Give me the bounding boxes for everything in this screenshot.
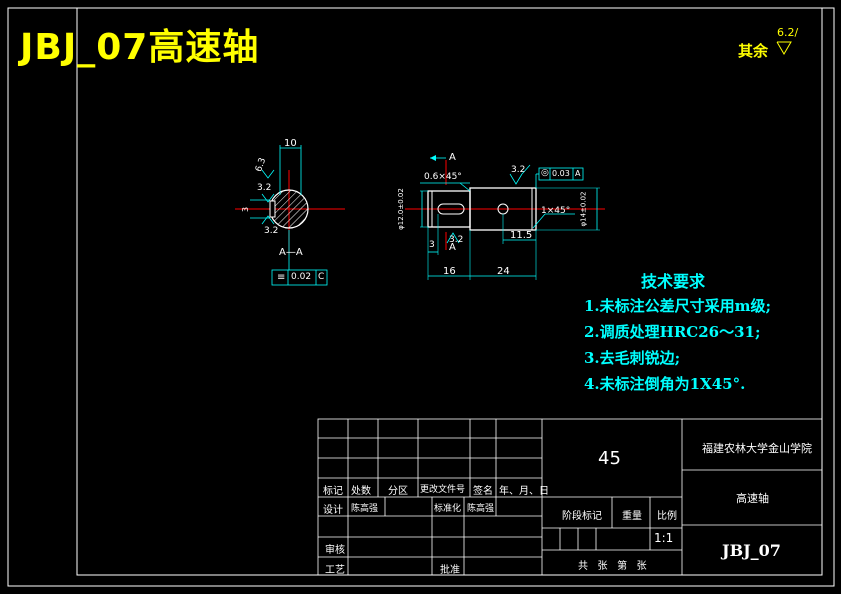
tb-label-design: 设计 (323, 505, 343, 516)
main-rough-bottom: 3.2 (449, 235, 464, 245)
roughness-symbol-icon (776, 41, 792, 55)
tb-label-standardize: 标准化 (434, 504, 462, 514)
tb-label-process: 工艺 (325, 565, 345, 576)
general-roughness-value: 6.2/ (777, 26, 799, 39)
tb-std-name: 陈高强 (467, 504, 495, 514)
dim-24: 24 (497, 266, 510, 277)
material-value: 45 (598, 448, 621, 469)
fcf-value: 0.03 (552, 169, 570, 178)
section-view (235, 145, 345, 286)
section-label: A—A (279, 247, 303, 258)
requirement-1: 1.未标注公差尺寸采用m级; (584, 297, 772, 315)
tb-design-name: 陈高强 (351, 504, 379, 514)
tb-label-weight: 重量 (622, 511, 642, 522)
tb-label-zone: 分区 (388, 486, 408, 497)
main-view (405, 155, 605, 280)
section-dim-small: 3 (241, 206, 251, 213)
keyway-slot (437, 203, 465, 215)
shaft-section-circle (269, 189, 309, 229)
tb-label-approve: 批准 (440, 565, 460, 576)
section-rough-32b: 3.2 (264, 226, 279, 236)
title-block-grid (317, 418, 823, 576)
tb-label-ratio: 比例 (657, 511, 677, 522)
tb-label-change-doc: 更改文件号 (420, 485, 466, 495)
tb-label-date: 年、月、日 (499, 486, 549, 497)
section-mark-bottom: A (449, 242, 456, 253)
section-tolerance-datum: C (318, 272, 325, 282)
main-rough-top: 3.2 (511, 165, 526, 175)
chamfer-right-label: 1×45° (541, 206, 571, 216)
dim-3: 3 (429, 240, 435, 250)
drawing-number: JBJ_07 (722, 541, 781, 560)
dim-11-5: 11.5 (510, 230, 533, 241)
tb-label-stage-mark: 阶段标记 (562, 511, 602, 522)
tb-label-review: 审核 (325, 545, 345, 556)
tb-label-sheets: 共 张 第 张 (578, 561, 647, 572)
fcf-datum: A (575, 169, 581, 178)
requirement-2: 2.调质处理HRC26～31; (584, 323, 761, 341)
section-tolerance-frame (271, 269, 328, 286)
requirement-4: 4.未标注倒角为1X45°. (584, 375, 746, 393)
fcf-symbol-icon: ◎ (541, 168, 549, 178)
dia-left-label: φ12.0±0.02 (396, 188, 405, 230)
part-name: 高速轴 (736, 492, 769, 505)
tb-label-count: 处数 (351, 486, 371, 497)
tb-label-mark: 标记 (323, 486, 343, 497)
section-tolerance-symbol: ≡ (277, 272, 286, 283)
section-rough-32a: 3.2 (257, 183, 272, 193)
general-roughness-label: 其余 (738, 42, 769, 60)
requirement-3: 3.去毛刺锐边; (584, 349, 681, 367)
drawing-title: JBJ_07高速轴 (20, 27, 260, 68)
section-tolerance-value: 0.02 (291, 272, 312, 282)
section-mark-top: A (449, 152, 456, 163)
scale-value: 1:1 (654, 531, 674, 545)
dia-right-label: φ14±0.02 (579, 191, 588, 227)
chamfer-left-label: 0.6×45° (424, 172, 462, 182)
tb-label-signature: 签名 (473, 486, 493, 497)
requirements-heading: 技术要求 (641, 272, 706, 291)
dim-16: 16 (443, 266, 456, 277)
section-dim-width: 10 (284, 138, 297, 149)
school-name: 福建农林大学金山学院 (702, 442, 812, 455)
